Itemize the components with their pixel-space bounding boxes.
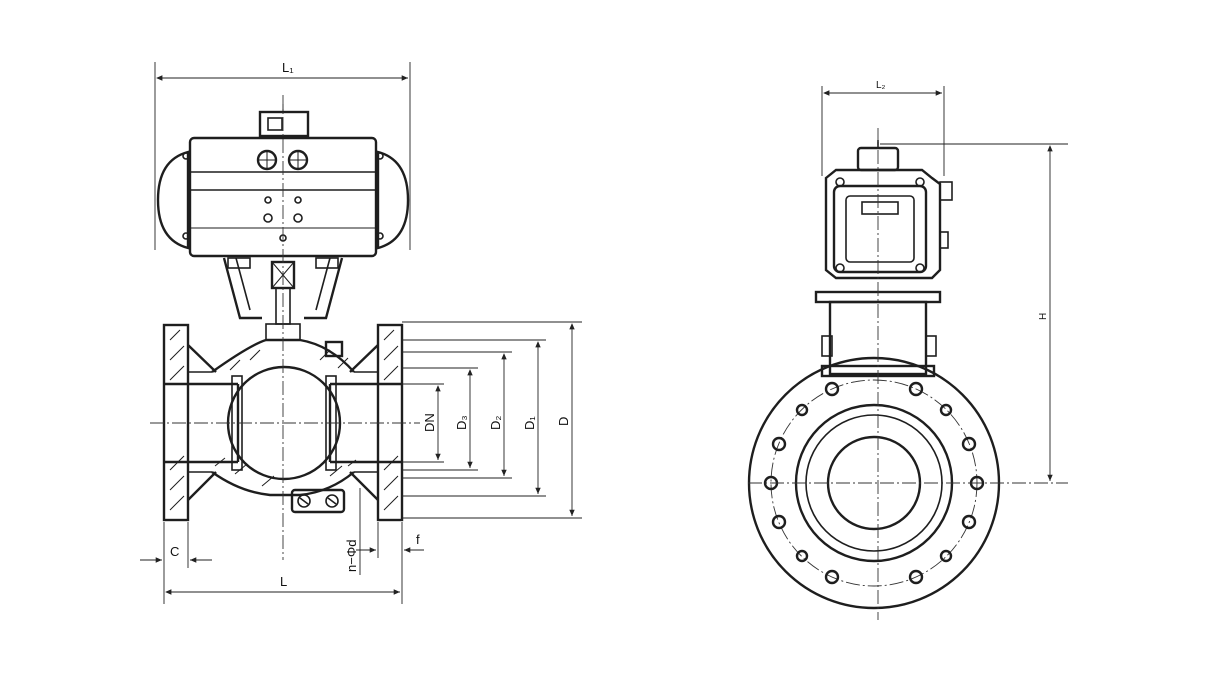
leader-bolt-holes: n−Φd: [344, 488, 361, 575]
label-f: f: [416, 532, 420, 547]
label-D: D: [556, 417, 571, 426]
dimension-L1: L₁: [154, 60, 411, 250]
dimension-f: f: [356, 522, 424, 558]
label-L: L: [280, 574, 287, 589]
dimension-L: L: [163, 522, 403, 604]
dimension-C: C: [140, 522, 212, 568]
label-DN: DN: [422, 413, 437, 432]
label-C: C: [170, 544, 179, 559]
label-L1: L₁: [282, 60, 294, 75]
label-L2: L₂: [876, 80, 886, 91]
side-view: L₁ L C f n−Φd: [140, 60, 582, 604]
label-bolt-holes: n−Φd: [344, 540, 359, 572]
label-D3: D₃: [454, 415, 469, 430]
label-D1: D₁: [522, 416, 537, 430]
label-D2: D₂: [488, 416, 503, 430]
dimension-L2: L₂: [821, 80, 945, 176]
dimension-H: H: [880, 143, 1068, 481]
diameter-dimensions: DN D₃ D₂ D₁ D: [402, 321, 582, 519]
label-H: H: [1038, 313, 1049, 320]
flange-end-view: [747, 356, 1001, 610]
actuator-end-view: [824, 140, 953, 280]
end-view: L₂ H: [747, 80, 1068, 620]
